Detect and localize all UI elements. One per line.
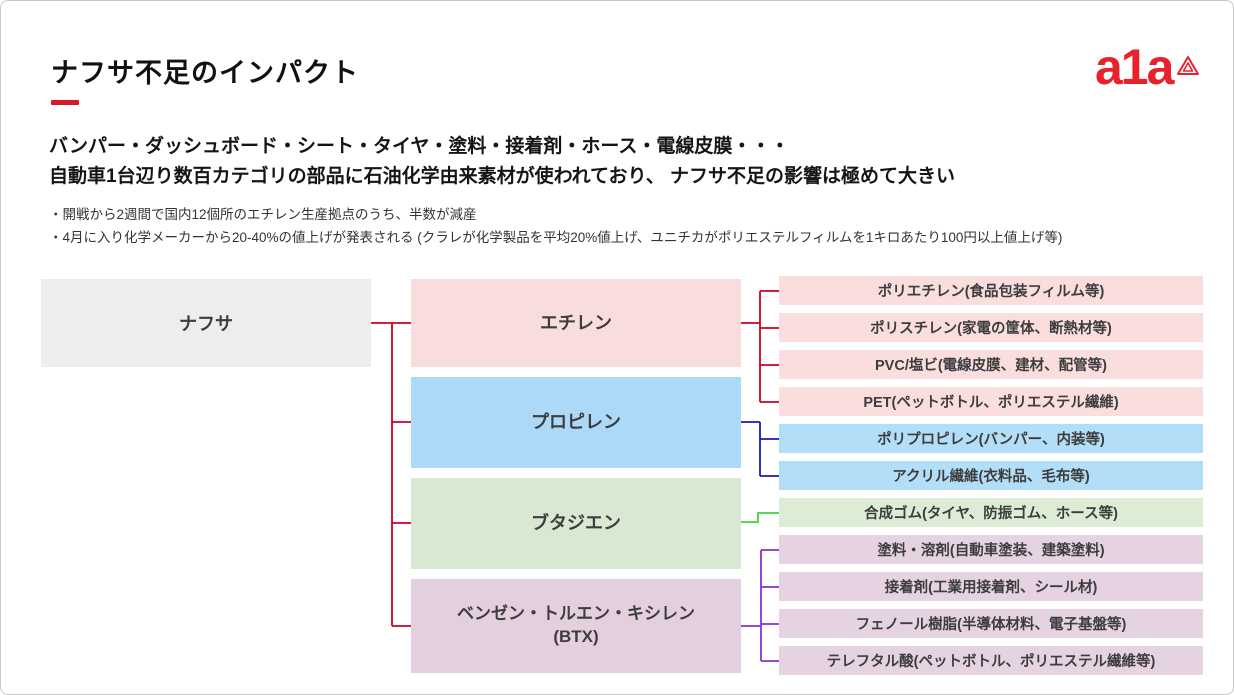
page-title: ナフサ不足のインパクト	[51, 58, 359, 88]
product-label: 合成ゴム(タイヤ、防振ゴム、ホース等)	[864, 506, 1118, 522]
product-label: 塗料・溶剤(自動車塗装、建築塗料)	[877, 543, 1105, 559]
product-row-pvc: PVC/塩ビ(電線皮膜、建材、配管等)	[779, 350, 1203, 379]
connector-propylene	[741, 421, 779, 477]
product-label: 接着剤(工業用接着剤、シール材)	[884, 580, 1098, 596]
product-row-adhesive: 接着剤(工業用接着剤、シール材)	[779, 572, 1203, 601]
connector-btx	[741, 549, 779, 662]
node-propylene: プロピレン	[411, 377, 741, 468]
product-label: ポリスチレン(家電の筐体、断熱材等)	[870, 321, 1112, 337]
product-row-polystyrene: ポリスチレン(家電の筐体、断熱材等)	[779, 313, 1203, 342]
product-row-paint-solvent: 塗料・溶剤(自動車塗装、建築塗料)	[779, 535, 1203, 564]
a1a-logo: a1a	[1095, 39, 1200, 95]
product-label: ポリプロピレン(バンパー、内装等)	[877, 432, 1105, 448]
product-label: ポリエチレン(食品包装フィルム等)	[877, 284, 1105, 300]
product-row-polypropylene: ポリプロピレン(バンパー、内装等)	[779, 424, 1203, 453]
product-row-phenol-resin: フェノール樹脂(半導体材料、電子基盤等)	[779, 609, 1203, 638]
product-row-acrylic-fiber: アクリル繊維(衣料品、毛布等)	[779, 461, 1203, 490]
logo-mark-icon	[1177, 56, 1200, 75]
product-row-pet: PET(ペットボトル、ポリエステル繊維)	[779, 387, 1203, 416]
node-label: ブタジエン	[531, 513, 621, 534]
product-label: PET(ペットボトル、ポリエステル繊維)	[863, 395, 1119, 411]
product-label: フェノール樹脂(半導体材料、電子基盤等)	[855, 617, 1127, 633]
node-ethylene: エチレン	[411, 279, 741, 367]
node-sublabel: (BTX)	[553, 627, 599, 646]
bullet-price-increase: ・4月に入り化学メーカーから20-40%の値上げが発表される (クラレが化学製品…	[49, 230, 1063, 245]
subtitle-line-1: バンパー・ダッシュボード・シート・タイヤ・塗料・接着剤・ホース・電線皮膜・・・	[49, 136, 790, 157]
node-label: ベンゼン・トルエン・キシレン	[457, 604, 695, 624]
connector-butadiene	[741, 512, 779, 523]
subtitle-line-2: 自動車1台辺り数百カテゴリの部品に石油化学由来素材が使われており、 ナフサ不足の…	[49, 166, 955, 187]
connector-naphtha	[371, 322, 411, 627]
logo-text: a1a	[1095, 39, 1174, 95]
product-label: PVC/塩ビ(電線皮膜、建材、配管等)	[875, 358, 1107, 374]
product-row-terephthalic-acid: テレフタル酸(ペットボトル、ポリエステル繊維等)	[779, 646, 1203, 675]
product-label: テレフタル酸(ペットボトル、ポリエステル繊維等)	[826, 654, 1156, 670]
connector-ethylene	[741, 290, 779, 403]
node-label: ナフサ	[179, 314, 233, 334]
bullet-ethylene-production: ・開戦から2週間で国内12個所のエチレン生産拠点のうち、半数が減産	[49, 207, 477, 222]
node-butadiene: ブタジエン	[411, 478, 741, 569]
product-row-polyethylene: ポリエチレン(食品包装フィルム等)	[779, 276, 1203, 305]
title-accent-bar	[51, 100, 79, 105]
product-label: アクリル繊維(衣料品、毛布等)	[892, 469, 1090, 485]
node-btx: ベンゼン・トルエン・キシレン (BTX)	[411, 579, 741, 673]
product-row-synthetic-rubber: 合成ゴム(タイヤ、防振ゴム、ホース等)	[779, 498, 1203, 527]
node-label: プロピレン	[531, 412, 621, 433]
node-label: エチレン	[540, 312, 612, 333]
node-naphtha: ナフサ	[41, 279, 371, 367]
